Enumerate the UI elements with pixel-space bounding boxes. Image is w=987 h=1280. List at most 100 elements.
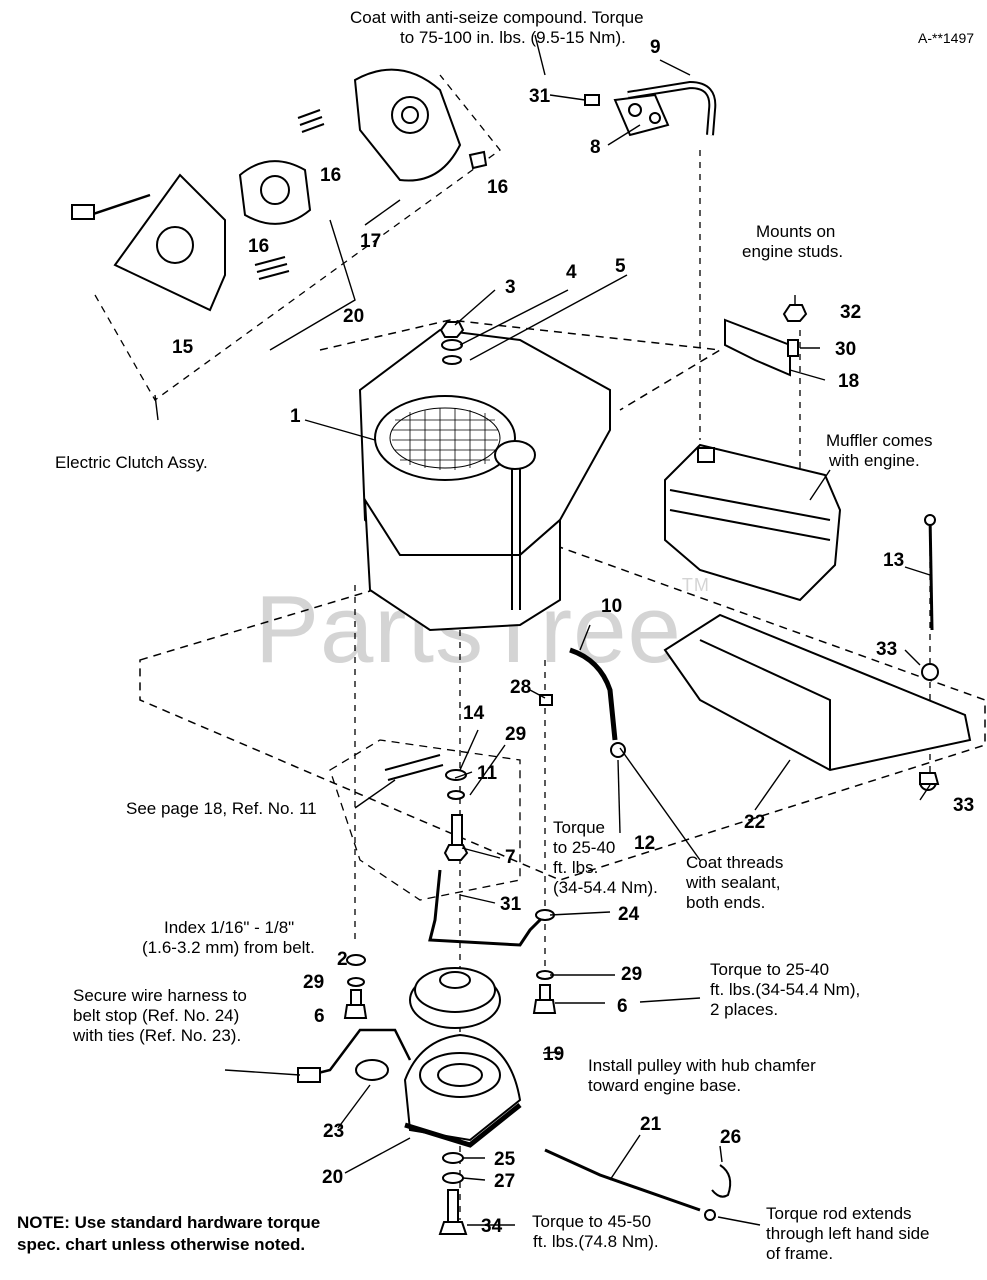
ref-30: 30	[835, 339, 857, 360]
ref-20a: 20	[343, 306, 365, 327]
screen-mesh	[392, 408, 498, 470]
ref-29b: 29	[303, 972, 325, 993]
callout-torque-b-line2: ft. lbs.(34-54.4 Nm),	[710, 980, 861, 999]
callout-anti-seize-line1: Coat with anti-seize compound. Torque	[350, 8, 644, 27]
callout-torque-45-line1: Torque to 45-50	[532, 1212, 652, 1231]
callout-secure-wire-line2: belt stop (Ref. No. 24)	[73, 1006, 240, 1025]
callout-anti-seize-line2: to 75-100 in. lbs. (9.5-15 Nm).	[400, 28, 626, 47]
callout-coat-threads-line1: Coat threads	[686, 853, 784, 872]
ref-33a: 33	[876, 639, 898, 660]
callout-mounts-line2: engine studs.	[742, 242, 844, 261]
dipstick-cap	[494, 440, 536, 470]
ref-2: 2	[337, 949, 348, 970]
callout-secure-wire-line1: Secure wire harness to	[73, 986, 247, 1005]
ref-18: 18	[838, 371, 860, 392]
ref-16c: 16	[487, 177, 509, 198]
callout-torque-a-line3: ft. lbs.	[553, 858, 599, 877]
ref-16a: 16	[320, 165, 342, 186]
callout-torque-rod-line3: of frame.	[766, 1244, 834, 1263]
ref-14: 14	[463, 703, 485, 724]
callout-torque-45-line2: ft. lbs.(74.8 Nm).	[533, 1232, 659, 1251]
ref-8: 8	[590, 137, 601, 158]
muffler	[664, 443, 842, 602]
ref-20b: 20	[322, 1167, 344, 1188]
fuel-line	[569, 647, 618, 741]
torque-rod-21	[544, 1148, 701, 1212]
ref-16b: 16	[248, 236, 270, 257]
callout-torque-b-line3: 2 places.	[710, 1000, 779, 1019]
hairpin-26	[711, 1164, 732, 1198]
callout-muffler-line2: with engine.	[829, 451, 920, 470]
lower-clutch	[403, 1033, 522, 1142]
callout-index-line2: (1.6-3.2 mm) from belt.	[142, 938, 315, 957]
gasket-8	[613, 93, 670, 137]
callout-secure-wire-line3: with ties (Ref. No. 23).	[73, 1026, 242, 1045]
deck-plate-outline	[139, 539, 986, 881]
ref-13: 13	[883, 550, 905, 571]
ref-29c: 29	[621, 964, 643, 985]
idler-plate	[329, 739, 521, 901]
ref-15: 15	[172, 337, 194, 358]
ref-29a: 29	[505, 724, 527, 745]
belt-stop	[428, 869, 547, 947]
diagram-id: A-**1497	[918, 30, 975, 46]
ref-21: 21	[640, 1114, 662, 1135]
note-line2: spec. chart unless otherwise noted.	[17, 1235, 306, 1254]
air-screen	[374, 395, 516, 481]
ref-6b: 6	[617, 996, 628, 1017]
hardware	[343, 94, 940, 1235]
ref-12: 12	[634, 833, 656, 854]
ref-26: 26	[720, 1127, 742, 1148]
note-line1: NOTE: Use standard hardware torque	[17, 1213, 321, 1232]
callout-see-page: See page 18, Ref. No. 11	[126, 799, 317, 818]
ref-33b: 33	[953, 795, 975, 816]
ref-32: 32	[840, 302, 862, 323]
ref-10: 10	[601, 596, 623, 617]
spring-16b	[254, 256, 290, 280]
ref-7: 7	[505, 847, 516, 868]
wire-harness	[309, 1028, 412, 1077]
wire-tie	[355, 1059, 389, 1081]
callout-torque-a-line4: (34-54.4 Nm).	[553, 878, 658, 897]
callout-muffler-line1: Muffler comes	[826, 431, 933, 450]
callout-electric-clutch: Electric Clutch Assy.	[55, 453, 208, 472]
ref-31a: 31	[529, 86, 551, 107]
callout-coat-threads-line3: both ends.	[686, 893, 766, 912]
callout-torque-rod-line2: through left hand side	[766, 1224, 930, 1243]
ref-17: 17	[360, 231, 382, 252]
ref-23: 23	[323, 1121, 345, 1142]
ref-34: 34	[481, 1216, 503, 1237]
ref-19: 19	[543, 1044, 565, 1065]
ref-1: 1	[290, 406, 301, 427]
ref-31b: 31	[500, 894, 522, 915]
callout-torque-b-line1: Torque to 25-40	[710, 960, 830, 979]
callout-torque-a-line1: Torque	[553, 818, 605, 837]
spring-11	[384, 754, 444, 781]
mount-dashes	[354, 150, 931, 1220]
callout-torque-rod-line1: Torque rod extends	[766, 1204, 912, 1223]
ref-9: 9	[650, 37, 661, 58]
ref-11: 11	[477, 763, 498, 784]
spring-16a	[297, 109, 325, 133]
muffler-bracket	[724, 318, 791, 377]
ref-27: 27	[494, 1171, 516, 1192]
callout-mounts-line1: Mounts on	[756, 222, 836, 241]
ref-22: 22	[744, 812, 766, 833]
rod-13	[928, 514, 934, 631]
ref-25: 25	[494, 1149, 516, 1170]
ref-28: 28	[510, 677, 532, 698]
callout-coat-threads-line2: with sealant,	[686, 873, 781, 892]
ref-5: 5	[615, 256, 626, 277]
heat-shield	[663, 613, 972, 772]
fitting-12	[610, 742, 626, 758]
callout-torque-a-line2: to 25-40	[553, 838, 616, 857]
ref-3: 3	[505, 277, 516, 298]
ref-4: 4	[566, 262, 577, 283]
ref-24: 24	[618, 904, 640, 925]
callout-install-pulley-line1: Install pulley with hub chamfer	[588, 1056, 816, 1075]
engine-mount-outline	[319, 319, 723, 411]
callout-index-line1: Index 1/16" - 1/8"	[164, 918, 295, 937]
callout-install-pulley-line2: toward engine base.	[588, 1076, 742, 1095]
